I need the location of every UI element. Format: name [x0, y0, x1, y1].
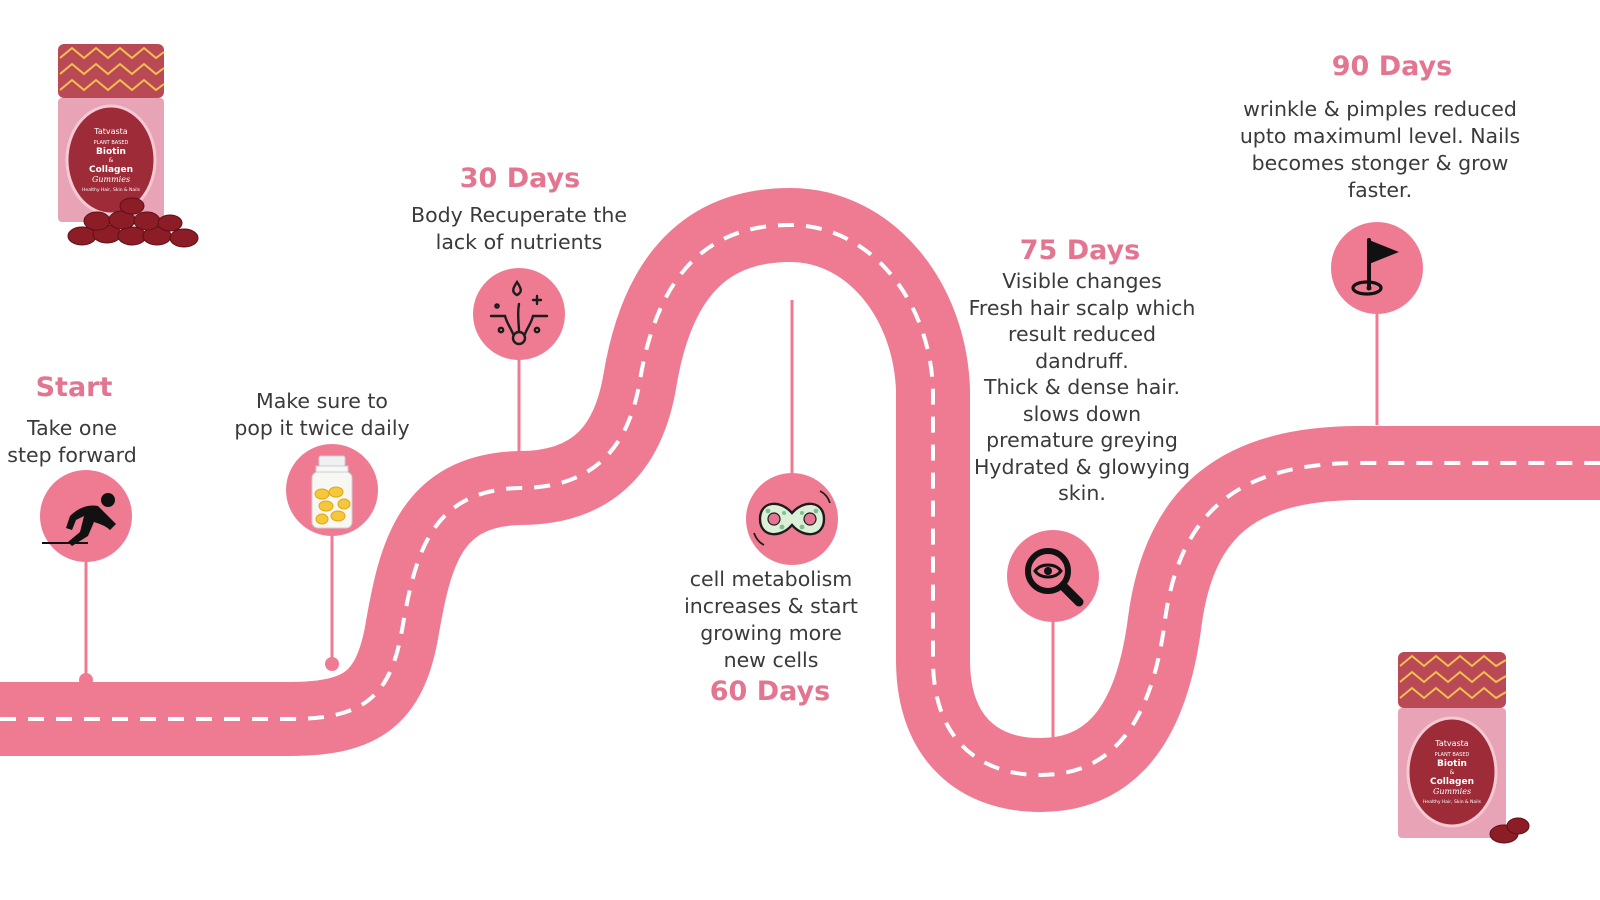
product-brand: Tatvasta — [93, 127, 128, 136]
product-name-2: Collagen — [89, 165, 133, 175]
milestone-text-30: Body Recuperate the lack of nutrients — [411, 203, 627, 254]
milestone-text-75: Visible changes Fresh hair scalp which r… — [968, 269, 1196, 505]
node-daily — [325, 657, 339, 671]
milestone-title-75: 75 Days — [1019, 235, 1141, 266]
product-subtitle: Healthy Hair, Skin & Nails — [82, 187, 141, 193]
milestone-title-start: Start — [35, 372, 113, 403]
product-tag: PLANT BASED — [94, 140, 129, 146]
milestone-text-daily: Make sure to pop it twice daily — [234, 389, 410, 440]
milestone-text-start: Take one step forward — [7, 416, 137, 467]
cell-division-icon — [746, 473, 838, 565]
product-subtitle-b: Healthy Hair, Skin & Nails — [1423, 799, 1482, 805]
product-name-script: Gummies — [92, 175, 130, 184]
runner-start-icon — [40, 470, 132, 562]
milestone-text-60: cell metabolism increases & start growin… — [684, 567, 858, 672]
milestone-title-90: 90 Days — [1331, 51, 1453, 82]
product-name-2-b: Collagen — [1430, 777, 1474, 787]
product-brand-2: Tatvasta — [1434, 739, 1469, 748]
milestone-text-90: wrinkle & pimples reduced upto maximuml … — [1239, 97, 1521, 202]
hair-follicle-icon — [473, 268, 565, 360]
milestone-title-60: 60 Days — [709, 676, 831, 707]
supplement-bottle-icon — [286, 444, 378, 536]
product-canister-image-2: Tatvasta PLANT BASED Biotin & Collagen G… — [1398, 652, 1530, 844]
product-name-amp: & — [109, 157, 114, 164]
product-tag-2: PLANT BASED — [1435, 752, 1470, 758]
product-canister-image: Tatvasta PLANT BASED Biotin & Collagen G… — [58, 44, 199, 248]
milestone-title-30: 30 Days — [459, 163, 581, 194]
product-name-script-b: Gummies — [1433, 787, 1471, 796]
node-start — [79, 673, 93, 687]
magnifier-eye-icon — [1007, 530, 1099, 622]
product-name-1: Biotin — [96, 147, 126, 157]
product-name-1-b: Biotin — [1437, 759, 1467, 769]
road-center-dashes — [0, 222, 1600, 778]
product-name-amp-b: & — [1450, 769, 1455, 776]
golf-flag-icon — [1331, 222, 1423, 314]
